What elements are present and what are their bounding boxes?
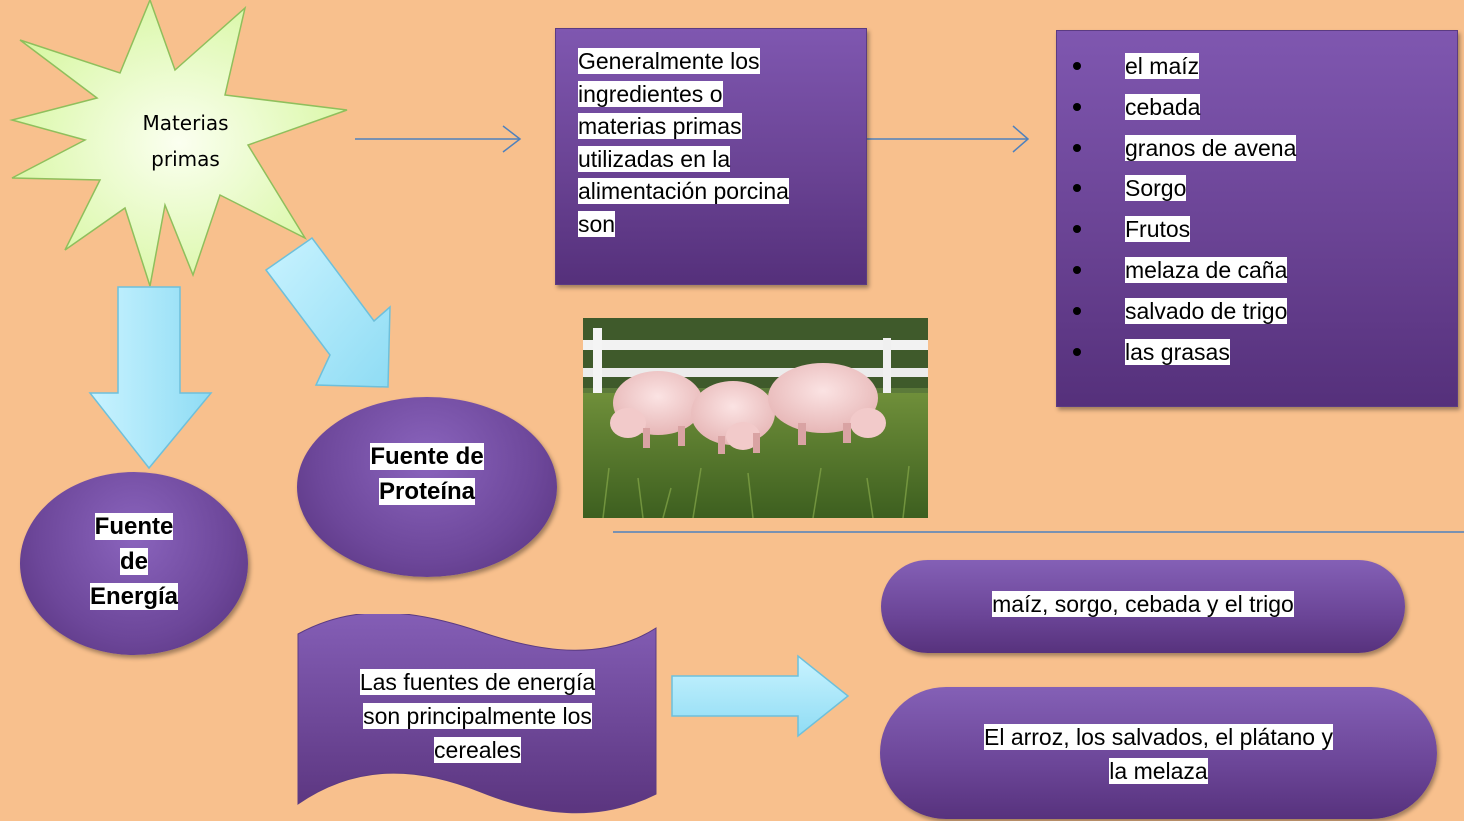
grain-label: cebada (1125, 93, 1201, 120)
protein-source-ellipse: Fuente de Proteína (297, 397, 557, 577)
intro-box: Generalmente los ingredientes o materias… (555, 28, 867, 285)
starburst-label: Materias primas (118, 105, 253, 177)
list-item: el maíz (1073, 46, 1296, 87)
bullet-icon (1073, 265, 1081, 274)
grain-label: granos de avena (1125, 134, 1297, 161)
list-item: cebada (1073, 87, 1296, 128)
energy-source-ellipse: Fuente de Energía (20, 472, 248, 655)
grain-label: las grasas (1125, 338, 1230, 365)
grain-list-box: el maíz cebada granos de avena Sorgo Fru… (1056, 30, 1458, 407)
down-arrow (88, 286, 213, 470)
list-item: Frutos (1073, 209, 1296, 250)
grain-label: salvado de trigo (1125, 297, 1288, 324)
energy-line-1: Fuente (94, 513, 174, 540)
bullet-icon (1073, 306, 1081, 315)
list-item: granos de avena (1073, 128, 1297, 169)
starburst-shape (9, 0, 348, 287)
grain-label: Frutos (1125, 216, 1191, 243)
energy-line-3: Energía (89, 583, 179, 610)
grain-label: el maíz (1125, 53, 1200, 79)
energy-line-2: de (119, 548, 148, 575)
energy-note-line-1: Las fuentes de energía (359, 669, 596, 695)
intro-line: ingredientes o (578, 80, 723, 107)
right-arrow (671, 654, 850, 738)
energy-note-line-2: son principalmente los (363, 703, 592, 729)
energy-note-text: Las fuentes de energía son principalment… (300, 665, 655, 767)
intro-line: son (578, 210, 616, 237)
energy-label: Fuente de Energía (20, 509, 248, 614)
intro-line: utilizadas en la (578, 145, 731, 172)
pigs-photo-drawing (583, 318, 928, 518)
intro-text: Generalmente los ingredientes o materias… (578, 45, 848, 240)
protein-line-1: Fuente de (370, 443, 484, 470)
other-sources-text: El arroz, los salvados, el plátano y la … (880, 720, 1437, 788)
bullet-icon (1073, 225, 1081, 234)
bullet-icon (1073, 143, 1081, 152)
list-item: Sorgo (1073, 168, 1296, 209)
grain-list: el maíz cebada granos de avena Sorgo Fru… (1073, 46, 1297, 373)
starburst-line-2: primas (151, 147, 220, 171)
cereals-text-wrap: maíz, sorgo, cebada y el trigo (881, 589, 1405, 619)
starburst-line-1: Materias (142, 111, 229, 135)
cereals-pill: maíz, sorgo, cebada y el trigo (881, 560, 1405, 653)
cereals-text: maíz, sorgo, cebada y el trigo (992, 591, 1294, 617)
intro-line: materias primas (578, 113, 742, 139)
list-item: salvado de trigo (1073, 291, 1296, 332)
bullet-icon (1073, 184, 1081, 193)
other-sources-line-1: El arroz, los salvados, el plátano y (983, 724, 1333, 750)
grain-label: melaza de caña (1125, 256, 1288, 283)
bullet-icon (1073, 62, 1081, 70)
bullet-icon (1073, 347, 1081, 356)
other-sources-line-2: la melaza (1109, 758, 1208, 784)
protein-label: Fuente de Proteína (297, 439, 557, 509)
protein-line-2: Proteína (378, 478, 476, 505)
list-item: melaza de caña (1073, 250, 1296, 291)
intro-line: alimentación porcina (578, 178, 789, 204)
grain-label: Sorgo (1125, 175, 1187, 202)
bullet-icon (1073, 102, 1081, 111)
pigs-photo (583, 318, 928, 518)
intro-line: Generalmente los (578, 48, 760, 74)
other-sources-pill: El arroz, los salvados, el plátano y la … (880, 687, 1437, 819)
energy-note-line-3: cereales (434, 737, 521, 763)
diagonal-arrow (264, 236, 391, 388)
list-item: las grasas (1073, 332, 1296, 373)
